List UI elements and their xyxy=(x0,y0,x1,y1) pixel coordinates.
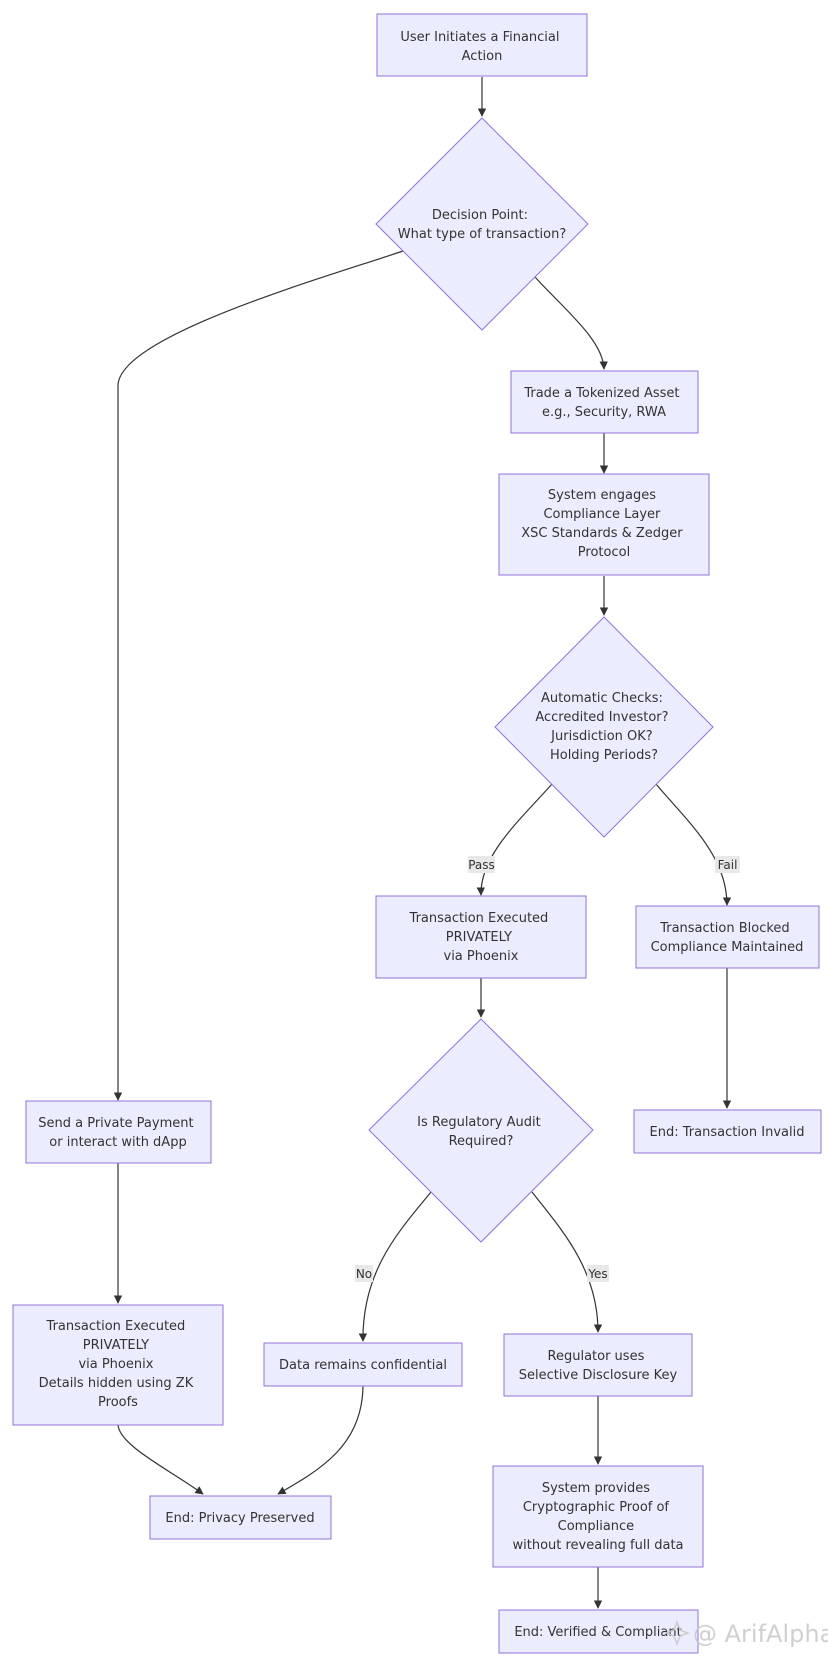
node-confidential: Data remains confidential xyxy=(263,1342,463,1387)
svg-text:End: Verified & Compliant: End: Verified & Compliant xyxy=(514,1625,681,1640)
edge-label-yes-text: Yes xyxy=(587,1267,607,1281)
node-executed-zk: Transaction Executed PRIVATELY via Phoen… xyxy=(12,1304,224,1426)
svg-text:Decision Point: What typ: Decision Point: What type of transaction… xyxy=(398,208,566,242)
node-blocked: Transaction Blocked Compliance Maintaine… xyxy=(635,905,820,969)
edges xyxy=(113,77,732,1609)
svg-text:Regulator uses Selective: Regulator uses Selective Disclosure Key xyxy=(519,1349,678,1383)
node-executed-private: Transaction Executed PRIVATELY via Phoen… xyxy=(375,895,587,979)
node-payment: Send a Private Payment or interact with … xyxy=(25,1100,212,1164)
edge-label-no: No xyxy=(355,1265,373,1282)
svg-text:End: Privacy Preserved: End: Privacy Preserved xyxy=(165,1511,314,1526)
svg-text:Transaction Blocked Comp: Transaction Blocked Compliance Maintaine… xyxy=(651,921,804,955)
svg-text:Transaction Executed PRI: Transaction Executed PRIVATELY via Phoen… xyxy=(409,911,553,964)
node-start: User Initiates a Financial Action xyxy=(376,13,588,77)
node-proof: System provides Cryptographic Proof of C… xyxy=(492,1465,704,1568)
svg-text:User Initiates a Financial: User Initiates a Financial Action xyxy=(400,30,563,64)
edge-decision-to-trade xyxy=(534,276,608,370)
svg-text:Automatic Checks: Accred: Automatic Checks: Accredited Investor? J… xyxy=(535,691,672,763)
svg-text:System provides Cryptogr: System provides Cryptographic Proof of C… xyxy=(512,1481,683,1553)
svg-text:Data remains confidential: Data remains confidential xyxy=(279,1358,447,1373)
edge-label-no-text: No xyxy=(356,1267,372,1281)
edge-label-pass: Pass xyxy=(468,856,495,873)
watermark: @ ArifAlpha xyxy=(663,1619,828,1648)
edge-checks-to-executed xyxy=(476,783,553,896)
node-verified: End: Verified & Compliant xyxy=(498,1609,699,1654)
node-invalid: End: Transaction Invalid xyxy=(633,1109,822,1154)
node-privacy: End: Privacy Preserved xyxy=(149,1495,332,1540)
edge-executed-zk-to-privacy xyxy=(117,1423,204,1495)
edge-checks-to-blocked xyxy=(655,783,732,906)
edge-audit-to-confidential xyxy=(358,1191,432,1342)
edge-decision-to-payment xyxy=(113,250,404,1101)
node-decision-type: Decision Point: What type of transaction… xyxy=(375,117,589,331)
edge-audit-to-regulator xyxy=(531,1191,603,1333)
svg-text:End: Transaction Invalid: End: Transaction Invalid xyxy=(650,1125,805,1140)
svg-text:System engages Complianc: System engages Compliance Layer XSC Stan… xyxy=(521,488,687,560)
svg-text:Is Regulatory Audit Requ: Is Regulatory Audit Required? xyxy=(417,1115,545,1149)
sparkle-logo-icon xyxy=(663,1619,691,1647)
svg-text:Send a Private Payment o: Send a Private Payment or interact with … xyxy=(38,1116,197,1150)
svg-text:Trade a Tokenized Asset: Trade a Tokenized Asset e.g., Security, … xyxy=(523,386,683,420)
edge-label-pass-text: Pass xyxy=(468,858,495,872)
edge-confidential-to-privacy xyxy=(277,1384,364,1495)
node-compliance: System engages Compliance Layer XSC Stan… xyxy=(498,473,710,576)
svg-text:Transaction Executed PRI: Transaction Executed PRIVATELY via Phoen… xyxy=(39,1319,198,1410)
node-checks: Automatic Checks: Accredited Investor? J… xyxy=(494,616,714,838)
node-trade: Trade a Tokenized Asset e.g., Security, … xyxy=(510,370,699,434)
node-regulator: Regulator uses Selective Disclosure Key xyxy=(503,1333,693,1397)
node-audit: Is Regulatory Audit Required? xyxy=(368,1018,594,1243)
edge-label-fail-text: Fail xyxy=(718,858,738,872)
edge-label-yes: Yes xyxy=(587,1265,609,1282)
edge-label-fail: Fail xyxy=(715,856,740,873)
watermark-text: @ ArifAlpha xyxy=(693,1620,828,1648)
